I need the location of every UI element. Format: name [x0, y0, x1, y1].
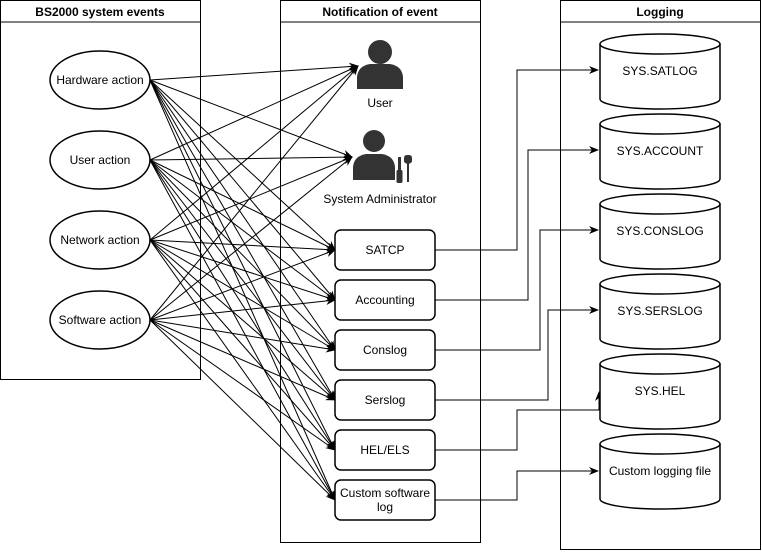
event-label: Network action: [60, 233, 139, 247]
event-edge: [149, 79, 336, 251]
log-store-4[interactable]: SYS.HEL: [599, 353, 721, 430]
event-edge: [149, 79, 336, 401]
log-store-label: SYS.SATLOG: [622, 64, 697, 78]
admin-tools-icon: [353, 130, 412, 183]
event-label: Software action: [59, 313, 142, 327]
actor-admin-label: System Administrator: [323, 192, 436, 206]
log-store-1[interactable]: SYS.ACCOUNT: [599, 113, 721, 190]
lane-logging-title: Logging: [636, 5, 683, 19]
event-edge: [149, 65, 359, 161]
event-edge: [149, 319, 336, 353]
log-edge: [435, 66, 599, 251]
log-edge: [435, 467, 599, 501]
event-edge: [149, 239, 336, 501]
event-edge: [149, 62, 359, 81]
log-connectors: [435, 66, 603, 501]
log-store-label: SYS.ACCOUNT: [617, 144, 704, 158]
event-label: User action: [70, 153, 131, 167]
target-label: Conslog: [363, 343, 407, 357]
event-edge: [149, 156, 353, 321]
lane-logging: Logging: [560, 0, 761, 550]
event-edge: [149, 79, 353, 158]
event-edge: [149, 296, 336, 321]
event-edge: [149, 159, 336, 501]
actor-user-label: User: [367, 96, 392, 110]
log-store-label: SYS.HEL: [635, 384, 686, 398]
event-edge: [149, 79, 336, 451]
event-edge: [149, 159, 336, 401]
target-label: Accounting: [355, 293, 414, 307]
event-edge: [149, 79, 336, 301]
event-software[interactable]: Software action: [49, 290, 151, 350]
log-store-3[interactable]: SYS.SERSLOG: [599, 273, 721, 350]
event-edge: [149, 239, 336, 302]
event-edge: [149, 239, 336, 401]
log-stores: SYS.SATLOG SYS.ACCOUNT SYS.CONSLOG SYS.SERS…: [599, 33, 721, 510]
log-store-label: SYS.SERSLOG: [617, 304, 702, 318]
target-accounting[interactable]: Accounting: [334, 279, 436, 321]
event-hardware[interactable]: Hardware action: [49, 50, 151, 110]
event-edge: [149, 79, 336, 351]
event-label: Hardware action: [56, 73, 143, 87]
event-edge: [149, 159, 336, 451]
event-user[interactable]: User action: [49, 130, 151, 190]
event-edge: [149, 65, 359, 241]
lane-notification-title: Notification of event: [322, 5, 437, 19]
target-label: SATCP: [365, 243, 404, 257]
event-edge: [149, 65, 359, 321]
log-store-2[interactable]: SYS.CONSLOG: [599, 193, 721, 270]
log-edge: [435, 146, 599, 301]
log-edge: [435, 306, 599, 401]
target-satcp[interactable]: SATCP: [334, 229, 436, 271]
event-edge: [149, 319, 336, 451]
lane-events: BS2000 system events: [0, 0, 201, 380]
log-store-5[interactable]: Custom logging file: [599, 433, 721, 510]
lane-events-title: BS2000 system events: [35, 5, 165, 19]
event-edge: [149, 159, 336, 351]
event-edge: [149, 159, 336, 301]
event-edge: [149, 79, 336, 501]
target-label: Custom software log: [339, 486, 431, 514]
event-connectors: [149, 62, 359, 501]
event-edge: [149, 153, 353, 162]
target-custom-software-log[interactable]: Custom software log: [334, 479, 436, 521]
log-store-0[interactable]: SYS.SATLOG: [599, 33, 721, 110]
event-network[interactable]: Network action: [49, 210, 151, 270]
log-edge: [435, 226, 599, 351]
lane-notification: Notification of event: [280, 0, 481, 543]
log-store-label: SYS.CONSLOG: [616, 224, 703, 238]
event-edge: [149, 319, 336, 501]
event-edge: [149, 249, 336, 321]
event-edge: [149, 239, 336, 451]
target-label: Serslog: [365, 393, 406, 407]
target-serslog[interactable]: Serslog: [334, 379, 436, 421]
target-hel-els[interactable]: HEL/ELS: [334, 429, 436, 471]
log-edge: [435, 391, 603, 451]
event-edge: [149, 239, 336, 351]
target-conslog[interactable]: Conslog: [334, 329, 436, 371]
log-store-label: Custom logging file: [609, 464, 711, 478]
event-edge: [149, 319, 336, 401]
event-edge: [149, 159, 336, 251]
user-icon: [357, 40, 403, 89]
target-label: HEL/ELS: [360, 443, 409, 457]
event-edge: [149, 156, 353, 241]
